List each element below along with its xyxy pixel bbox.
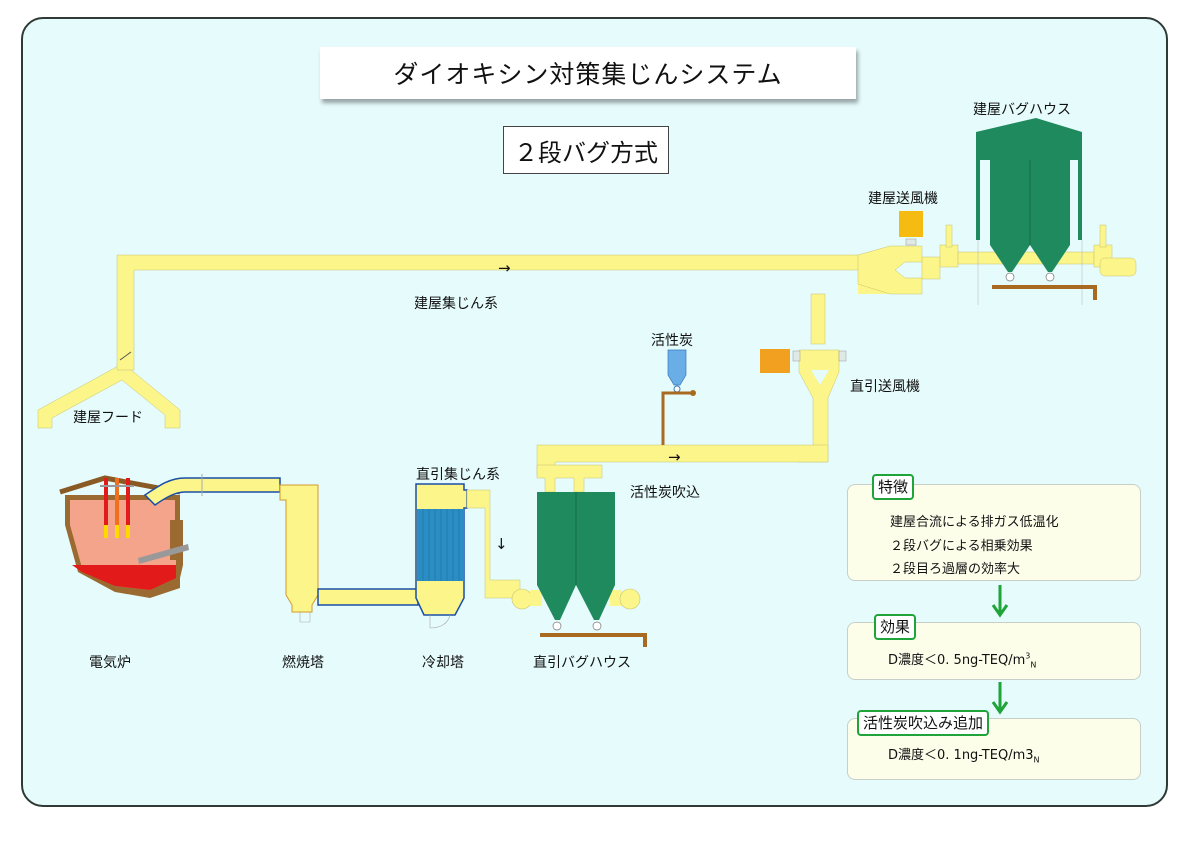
label-direct-fan: 直引送風機 bbox=[850, 379, 920, 395]
label-building-duct: 建屋集じん系 bbox=[414, 296, 498, 312]
carbon-added-sub: N bbox=[1033, 755, 1040, 765]
carbon-added-value: D濃度＜0. 1ng-TEQ/m3 bbox=[888, 748, 1034, 763]
direct-fan-duct bbox=[792, 293, 847, 463]
combustion-cooling-duct bbox=[317, 588, 419, 606]
label-direct-baghouse: 直引バグハウス bbox=[533, 655, 631, 671]
label-building-fan: 建屋送風機 bbox=[868, 191, 938, 207]
electric-furnace bbox=[59, 475, 189, 598]
flow-arrow-direct: → bbox=[668, 448, 681, 466]
effect-sup: 3 bbox=[1025, 651, 1031, 661]
label-direct-duct: 直引集じん系 bbox=[416, 467, 500, 483]
effect-value: D濃度＜0. 5ng-TEQ/m bbox=[888, 653, 1026, 668]
feature-line: 建屋合流による排ガス低温化 bbox=[890, 515, 1059, 530]
combustion-tower bbox=[279, 484, 319, 613]
features-tag: 特徴 bbox=[872, 474, 915, 500]
cooling-tower bbox=[415, 483, 468, 629]
features-card: 建屋合流による排ガス低温化 ２段バグによる相乗効果 ２段目ろ過層の効率大 bbox=[847, 484, 1141, 581]
building-conveyor bbox=[992, 285, 1097, 300]
label-combustion-tower: 燃焼塔 bbox=[282, 655, 324, 671]
feature-line: ２段バグによる相乗効果 bbox=[890, 539, 1033, 554]
activated-carbon-hopper bbox=[661, 349, 696, 445]
building-duct-system bbox=[37, 245, 923, 429]
summary-flow-arrows bbox=[991, 585, 1009, 715]
cooling-baghouse-duct bbox=[466, 489, 521, 599]
building-fan bbox=[899, 211, 923, 237]
label-building-baghouse: 建屋バグハウス bbox=[973, 102, 1071, 118]
flow-arrow-building: → bbox=[498, 259, 511, 277]
building-baghouse bbox=[976, 118, 1083, 305]
building-duct-splitter bbox=[857, 245, 923, 295]
diagram-title: ダイオキシン対策集じんシステム bbox=[320, 47, 856, 99]
carbon-added-line: D濃度＜0. 1ng-TEQ/m3N bbox=[888, 744, 1040, 765]
effect-tag: 効果 bbox=[874, 614, 917, 640]
feature-line: ２段目ろ過層の効率大 bbox=[890, 562, 1021, 577]
diagram-subtitle: ２段バグ方式 bbox=[503, 126, 669, 174]
effect-line: D濃度＜0. 5ng-TEQ/m3N bbox=[888, 649, 1036, 670]
label-activated-carbon: 活性炭 bbox=[651, 333, 693, 349]
direct-conveyor bbox=[540, 633, 647, 647]
building-hood bbox=[37, 364, 181, 429]
flow-arrow-down: ↓ bbox=[495, 535, 508, 553]
direct-fan bbox=[760, 349, 790, 373]
label-building-hood: 建屋フード bbox=[73, 410, 143, 426]
label-cooling-tower: 冷却塔 bbox=[422, 655, 464, 671]
effect-sub: N bbox=[1030, 660, 1037, 670]
carbon-added-tag: 活性炭吹込み追加 bbox=[857, 710, 990, 736]
label-electric-furnace: 電気炉 bbox=[89, 655, 131, 671]
label-carbon-injection: 活性炭吹込 bbox=[630, 485, 700, 501]
direct-baghouse bbox=[537, 492, 615, 631]
